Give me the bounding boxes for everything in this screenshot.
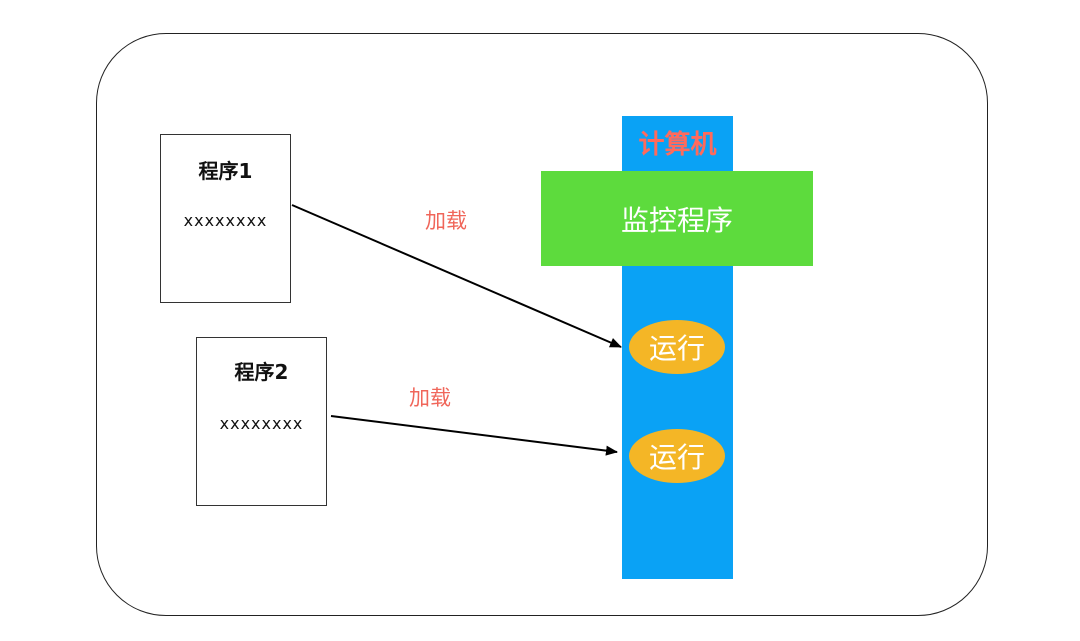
run-slot-2: 运行 (629, 429, 725, 483)
run-slot-1: 运行 (629, 320, 725, 374)
load-label-1: 加载 (425, 209, 467, 233)
load-arrow-2 (330, 415, 618, 456)
monitor-program-label: 监控程序 (620, 203, 733, 237)
run-slot-2-label: 运行 (648, 441, 705, 474)
load-label-2: 加载 (409, 386, 451, 410)
outer-frame (96, 33, 988, 616)
program-1-title: 程序1 (198, 159, 253, 183)
program-1-box: 程序1 xxxxxxxx (160, 134, 291, 303)
program-2-title: 程序2 (234, 360, 289, 384)
monitor-program-block: 监控程序 (541, 171, 813, 266)
load-arrow-1 (291, 204, 622, 348)
program-2-content: xxxxxxxx (219, 414, 304, 433)
computer-label: 计算机 (638, 130, 717, 160)
program-1-content: xxxxxxxx (183, 211, 268, 230)
run-slot-1-label: 运行 (648, 332, 705, 365)
program-2-box: 程序2 xxxxxxxx (196, 337, 327, 506)
